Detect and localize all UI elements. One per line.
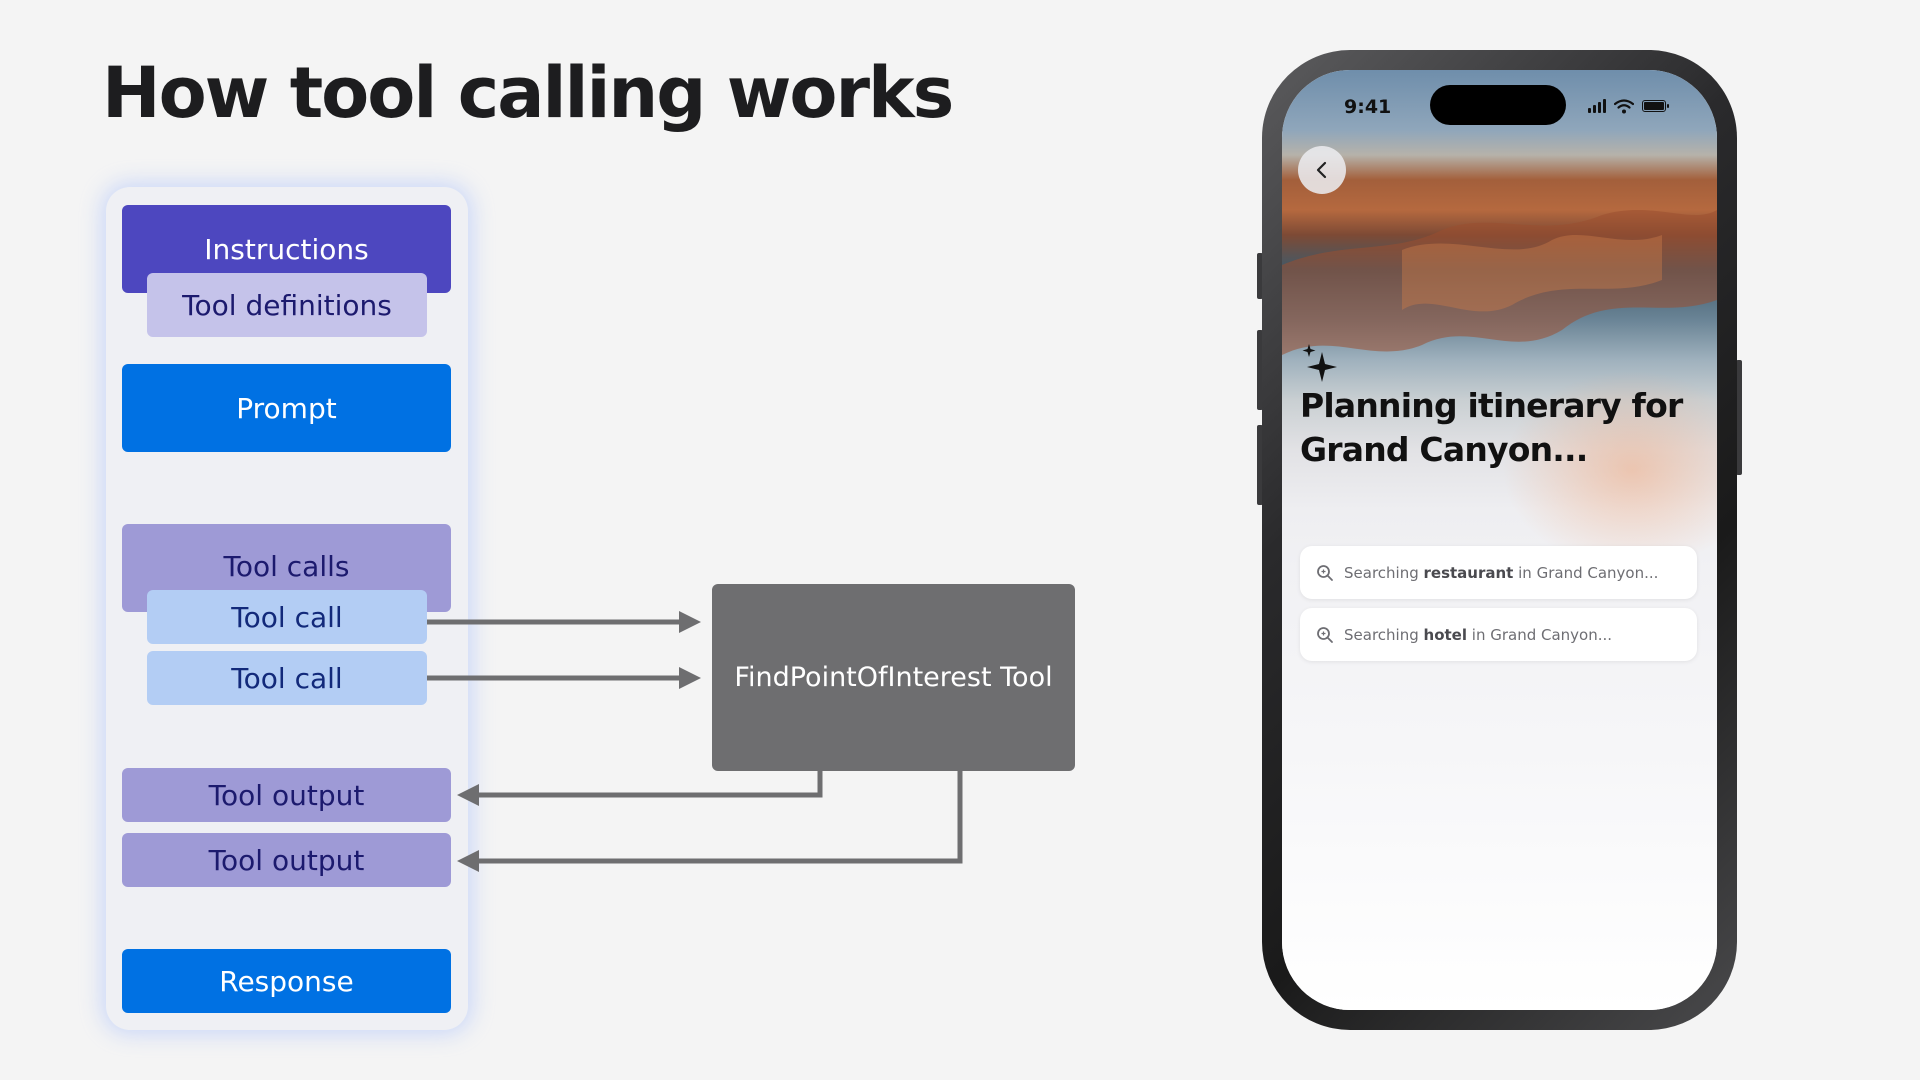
response-block: Response: [122, 949, 451, 1013]
search-suffix: in Grand Canyon...: [1471, 625, 1613, 644]
signal-icon: [1588, 99, 1606, 113]
wifi-icon: [1614, 98, 1634, 113]
tool-output-block-2: Tool output: [122, 833, 451, 887]
search-prefix: Searching: [1344, 625, 1419, 644]
tool-definitions-block: Tool definitions: [147, 273, 427, 337]
search-status-card-restaurant: Searching restaurant in Grand Canyon...: [1300, 546, 1697, 599]
sparkles-icon: [1302, 344, 1337, 382]
tool-call-block-2: Tool call: [147, 651, 427, 705]
phone-screen: 9:41 Planning itinerary for Grand Canyon…: [1282, 70, 1717, 1010]
call-arrowhead-2: [679, 667, 701, 689]
chevron-left-icon: [1316, 161, 1327, 179]
search-status-card-hotel: Searching hotel in Grand Canyon...: [1300, 608, 1697, 661]
search-keyword: hotel: [1423, 625, 1467, 644]
search-prefix: Searching: [1344, 563, 1419, 582]
phone-volume-up-button: [1257, 330, 1263, 410]
output-arrow-2: [476, 771, 963, 864]
phone-mockup: 9:41 Planning itinerary for Grand Canyon…: [1262, 50, 1737, 1030]
find-point-of-interest-tool-box: FindPointOfInterest Tool: [712, 584, 1075, 771]
dynamic-island: [1430, 85, 1566, 125]
prompt-block: Prompt: [122, 364, 451, 452]
tool-output-block-1: Tool output: [122, 768, 451, 822]
magnifier-icon: [1317, 626, 1333, 643]
tool-call-block-1: Tool call: [147, 590, 427, 644]
output-arrowhead-2: [457, 850, 479, 872]
call-arrowhead-1: [679, 611, 701, 633]
slide-title: How tool calling works: [102, 52, 954, 134]
search-suffix: in Grand Canyon...: [1518, 563, 1659, 582]
output-arrowhead-1: [457, 784, 479, 806]
battery-icon: [1642, 100, 1669, 112]
itinerary-heading: Planning itinerary for Grand Canyon...: [1300, 386, 1683, 469]
status-icons: [1588, 97, 1678, 115]
phone-power-button: [1736, 360, 1742, 475]
phone-action-button: [1257, 253, 1263, 299]
output-arrow-1: [476, 771, 823, 798]
magnifier-icon: [1317, 564, 1333, 581]
search-keyword: restaurant: [1423, 563, 1514, 582]
phone-volume-down-button: [1257, 425, 1263, 505]
back-button[interactable]: [1298, 146, 1346, 194]
status-time: 9:41: [1344, 96, 1392, 118]
canyon-rock-layers: [1282, 210, 1717, 355]
